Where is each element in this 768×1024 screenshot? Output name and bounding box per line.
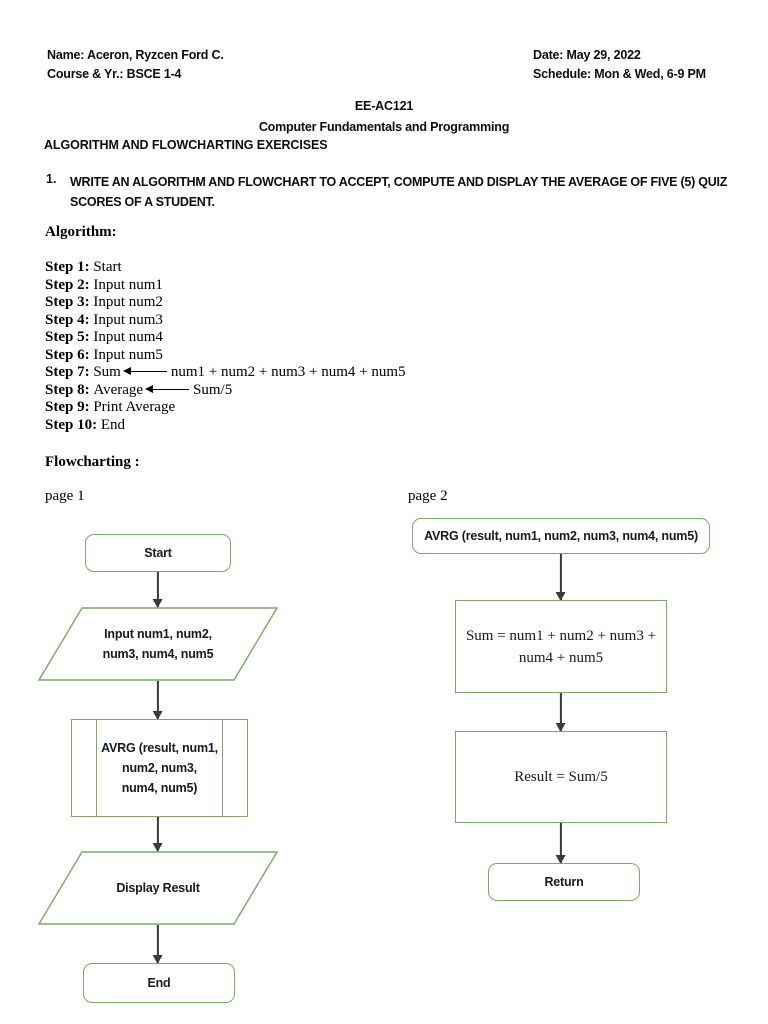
- algorithm-step-text: Sum: [93, 364, 121, 380]
- assignment-arrow-icon: [122, 366, 169, 377]
- schedule-line: Schedule: Mon & Wed, 6-9 PM: [533, 67, 706, 81]
- algorithm-step-label: Step 3:: [45, 294, 94, 310]
- flow-node-end-label: End: [147, 976, 171, 990]
- algorithm-step-label: Step 6:: [45, 346, 94, 363]
- algorithm-step-text: Start: [93, 259, 122, 275]
- problem-item: 1. WRITE AN ALGORITHM AND FLOWCHART TO A…: [46, 172, 736, 212]
- flow-node-display-textbox: Display Result: [38, 851, 278, 925]
- algorithm-step: Step 6: Input num5: [45, 347, 406, 365]
- connector-line: [559, 554, 563, 600]
- algorithm-step: Step 10: End: [45, 417, 406, 435]
- connector-arrowhead: [152, 599, 163, 608]
- flow-node-result: Result = Sum/5: [455, 731, 667, 823]
- flow-node-display: Display Result: [38, 851, 278, 925]
- connector-line: [156, 925, 160, 963]
- algorithm-step: Step 7: Sum num1 + num2 + num3 + num4 + n…: [45, 364, 406, 382]
- page-1-label: page 1: [45, 488, 85, 504]
- algorithm-step-label: Step 10:: [45, 416, 101, 433]
- flow-node-result-label: Result = Sum/5: [514, 769, 608, 785]
- algorithm-step-text: Input num4: [93, 329, 163, 345]
- algorithm-step-label: Step 1:: [45, 259, 94, 275]
- algorithm-step-text: Print Average: [93, 399, 176, 415]
- problem-number: 1.: [46, 172, 57, 186]
- subroutine-right-bar: [222, 720, 223, 816]
- algorithm-heading: Algorithm:: [45, 224, 117, 240]
- parallelogram-shape: [38, 607, 278, 681]
- flow-node-avrg-call-textbox: AVRG (result, num1,num2, num3,num4, num5…: [72, 720, 247, 816]
- algorithm-step: Step 9: Print Average: [45, 399, 406, 417]
- arrow-head: [145, 384, 154, 393]
- flowcharting-heading: Flowcharting :: [45, 454, 140, 470]
- flow-node-start: Start: [85, 534, 231, 572]
- algorithm-step-expression: Sum/5: [193, 381, 233, 398]
- course-code: EE-AC121: [354, 99, 414, 113]
- connector-line: [156, 681, 160, 719]
- page-2-label: page 2: [408, 488, 448, 504]
- flow-node-end: End: [83, 963, 235, 1003]
- algorithm-step-text: Average: [93, 381, 144, 398]
- arrow-shaft: [128, 371, 167, 373]
- flow-node-input-label: Input num1, num2,num3, num4, num5: [102, 627, 214, 661]
- flow-node-start-label: Start: [144, 546, 172, 560]
- problem-text: WRITE AN ALGORITHM AND FLOWCHART TO ACCE…: [70, 175, 728, 209]
- algorithm-step-label: Step 5:: [45, 329, 94, 345]
- course-title: Computer Fundamentals and Programming: [258, 120, 510, 134]
- algorithm-step: Step 2: Input num1: [45, 277, 406, 295]
- date-line: Date: May 29, 2022: [533, 48, 641, 62]
- connector-line: [156, 817, 160, 851]
- connector-arrowhead: [555, 855, 566, 864]
- algorithm-step-label: Step 9:: [45, 399, 94, 415]
- algorithm-step-label: Step 2:: [45, 276, 94, 293]
- connector-arrowhead: [152, 843, 163, 852]
- algorithm-step-text: Input num3: [93, 311, 163, 328]
- flow-node-sum: Sum = num1 + num2 + num3 +num4 + num5: [455, 600, 667, 693]
- algorithm-step: Step 8: Average Sum/5: [45, 382, 406, 400]
- algorithm-step-text: End: [100, 416, 126, 433]
- connector-arrowhead: [555, 723, 566, 732]
- flow-node-input: Input num1, num2,num3, num4, num5: [38, 607, 278, 681]
- connector-arrowhead: [152, 955, 163, 964]
- exercise-title: ALGORITHM AND FLOWCHARTING EXERCISES: [44, 138, 328, 152]
- flow-node-avrg-call-label: AVRG (result, num1,num2, num3,num4, num5…: [101, 741, 218, 795]
- algorithm-step: Step 4: Input num3: [45, 312, 406, 330]
- parallelogram-shape: [38, 851, 278, 925]
- flow-node-avrg-header-label: AVRG (result, num1, num2, num3, num4, nu…: [424, 529, 698, 543]
- flow-node-return-label: Return: [544, 875, 584, 889]
- connector-line: [156, 572, 160, 607]
- arrow-shaft: [151, 388, 190, 390]
- algorithm-step-label: Step 7:: [45, 364, 94, 380]
- connector-line: [559, 823, 563, 863]
- connector-arrowhead: [152, 711, 163, 720]
- flow-node-display-label: Display Result: [116, 881, 200, 895]
- connector-arrowhead: [555, 592, 566, 601]
- course-year-line: Course & Yr.: BSCE 1-4: [47, 67, 182, 81]
- algorithm-step-label: Step 8:: [45, 381, 94, 398]
- algorithm-step-text: Input num5: [93, 346, 163, 363]
- subroutine-left-bar: [96, 720, 97, 816]
- flow-node-sum-label: Sum = num1 + num2 + num3 +num4 + num5: [465, 627, 657, 666]
- flow-node-return: Return: [488, 863, 640, 901]
- algorithm-step: Step 5: Input num4: [45, 329, 406, 347]
- assignment-arrow-icon: [145, 384, 191, 395]
- algorithm-step-label: Step 4:: [45, 311, 94, 328]
- algorithm-step: Step 3: Input num2: [45, 294, 406, 312]
- flow-node-avrg-header: AVRG (result, num1, num2, num3, num4, nu…: [412, 518, 710, 554]
- flow-node-input-textbox: Input num1, num2,num3, num4, num5: [38, 607, 278, 681]
- algorithm-step-text: Input num1: [93, 276, 163, 293]
- connector-line: [559, 693, 563, 731]
- student-name-line: Name: Aceron, Ryzcen Ford C.: [47, 48, 224, 62]
- algorithm-step: Step 1: Start: [45, 259, 406, 277]
- arrow-head: [122, 367, 131, 376]
- algorithm-step-expression: num1 + num2 + num3 + num4 + num5: [170, 364, 406, 380]
- flow-node-avrg-call: AVRG (result, num1,num2, num3,num4, num5…: [71, 719, 248, 817]
- algorithm-step-text: Input num2: [93, 294, 163, 310]
